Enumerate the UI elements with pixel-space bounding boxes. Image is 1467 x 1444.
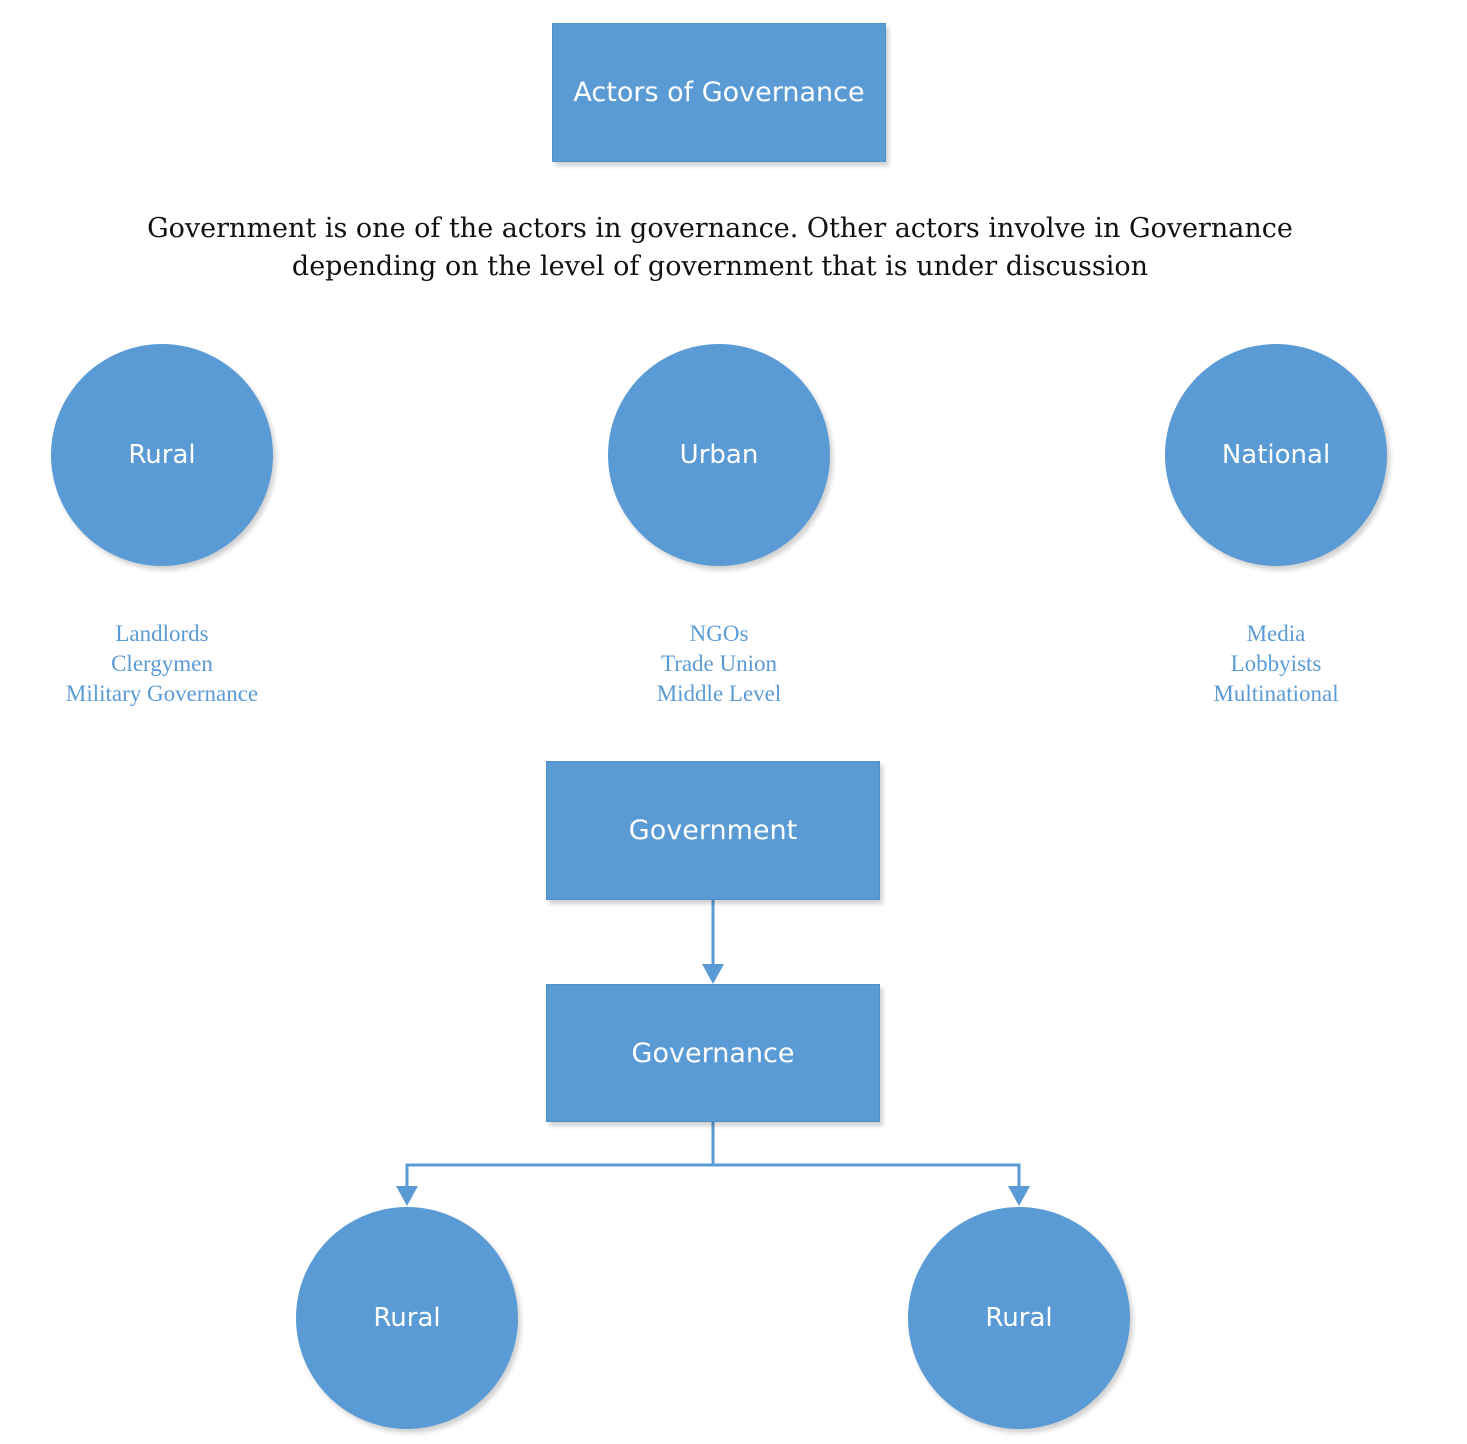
actor-item: Multinational bbox=[1213, 681, 1339, 706]
branch-line bbox=[405, 1122, 715, 1188]
actor-item: NGOs bbox=[689, 621, 749, 646]
level-circle-rural: Rural bbox=[51, 344, 273, 566]
child-circle-right: Rural bbox=[908, 1207, 1130, 1429]
child-circle-left: Rural bbox=[296, 1207, 518, 1429]
arrowhead-governance bbox=[702, 964, 724, 984]
actor-item: Media bbox=[1246, 621, 1306, 646]
actor-item: Trade Union bbox=[660, 651, 778, 676]
description-line-2: depending on the level of government tha… bbox=[291, 251, 1149, 282]
governance-label: Governance bbox=[631, 1037, 795, 1069]
description-text: Government is one of the actors in gover… bbox=[0, 210, 1440, 286]
actor-item: Middle Level bbox=[656, 681, 782, 706]
government-label: Government bbox=[628, 815, 798, 846]
actor-list-rural: Landlords Clergymen Military Governance bbox=[0, 619, 342, 709]
description-line-1: Government is one of the actors in gover… bbox=[147, 213, 1293, 244]
actor-item: Lobbyists bbox=[1230, 651, 1322, 676]
actor-item: Military Governance bbox=[65, 681, 259, 706]
level-circle-urban: Urban bbox=[608, 344, 830, 566]
branch-line-right bbox=[713, 1163, 1021, 1188]
level-label: National bbox=[1221, 440, 1331, 470]
government-box: Government bbox=[546, 761, 880, 900]
level-circle-national: National bbox=[1165, 344, 1387, 566]
arrowhead-left-rural bbox=[396, 1186, 418, 1206]
title-box: Actors of Governance bbox=[552, 23, 886, 162]
actor-list-urban: NGOs Trade Union Middle Level bbox=[539, 619, 899, 709]
level-label: Urban bbox=[679, 440, 759, 470]
actor-item: Landlords bbox=[115, 621, 209, 646]
governance-box: Governance bbox=[546, 984, 880, 1122]
title-label: Actors of Governance bbox=[573, 77, 865, 108]
actor-list-national: Media Lobbyists Multinational bbox=[1096, 619, 1456, 709]
actor-item: Clergymen bbox=[111, 651, 213, 676]
child-label: Rural bbox=[373, 1303, 441, 1333]
child-label: Rural bbox=[985, 1303, 1053, 1333]
level-label: Rural bbox=[128, 440, 196, 470]
arrowhead-right-rural bbox=[1008, 1186, 1030, 1206]
